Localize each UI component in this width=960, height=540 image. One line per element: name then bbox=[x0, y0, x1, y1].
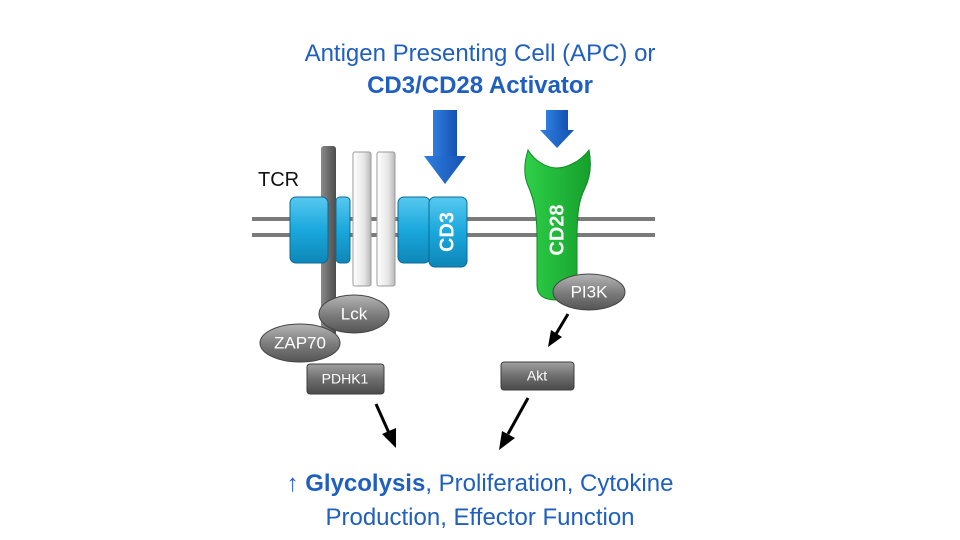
outcome-line-1: ↑ Glycolysis, Proliferation, Cytokine bbox=[0, 470, 960, 498]
zap70-label: ZAP70 bbox=[274, 333, 326, 352]
glycolysis-text: Glycolysis bbox=[305, 470, 426, 497]
akt-label: Akt bbox=[527, 368, 547, 384]
lck-label: Lck bbox=[341, 304, 368, 323]
apc-arrow-cd3 bbox=[424, 110, 466, 184]
apc-arrow-cd28 bbox=[540, 110, 574, 148]
tcr-cyan-block-left-1 bbox=[289, 196, 329, 264]
cd3-label: CD3 bbox=[436, 212, 458, 252]
tcr-label: TCR bbox=[258, 169, 299, 191]
header-line-2: CD3/CD28 Activator bbox=[367, 72, 593, 99]
pi3k-oval bbox=[552, 273, 626, 311]
zap70-oval bbox=[259, 323, 341, 363]
arrow-pdhk1-to-outcome bbox=[374, 403, 396, 448]
outcome-rest-line-1: , Proliferation, Cytokine bbox=[425, 470, 674, 497]
tcr-cyan-block-left-2 bbox=[335, 196, 351, 264]
tcr-white-bar-2 bbox=[376, 151, 396, 287]
cd3-block bbox=[428, 196, 468, 268]
tcr-white-bar-1 bbox=[352, 151, 372, 287]
header-line-1: Antigen Presenting Cell (APC) or bbox=[304, 40, 656, 67]
tcr-cyan-block-right-1 bbox=[397, 196, 431, 264]
pi3k-label: PI3K bbox=[571, 282, 609, 301]
cd28-label: CD28 bbox=[546, 204, 568, 255]
increase-arrow: ↑ bbox=[286, 470, 299, 497]
akt-box bbox=[500, 361, 575, 391]
pdhk1-box bbox=[306, 363, 385, 395]
pdhk1-label: PDHK1 bbox=[322, 371, 369, 387]
arrow-akt-to-outcome bbox=[499, 397, 530, 450]
lck-oval bbox=[318, 294, 390, 334]
outcome-line-2: Production, Effector Function bbox=[325, 504, 635, 531]
arrow-pi3k-to-akt bbox=[548, 313, 570, 347]
